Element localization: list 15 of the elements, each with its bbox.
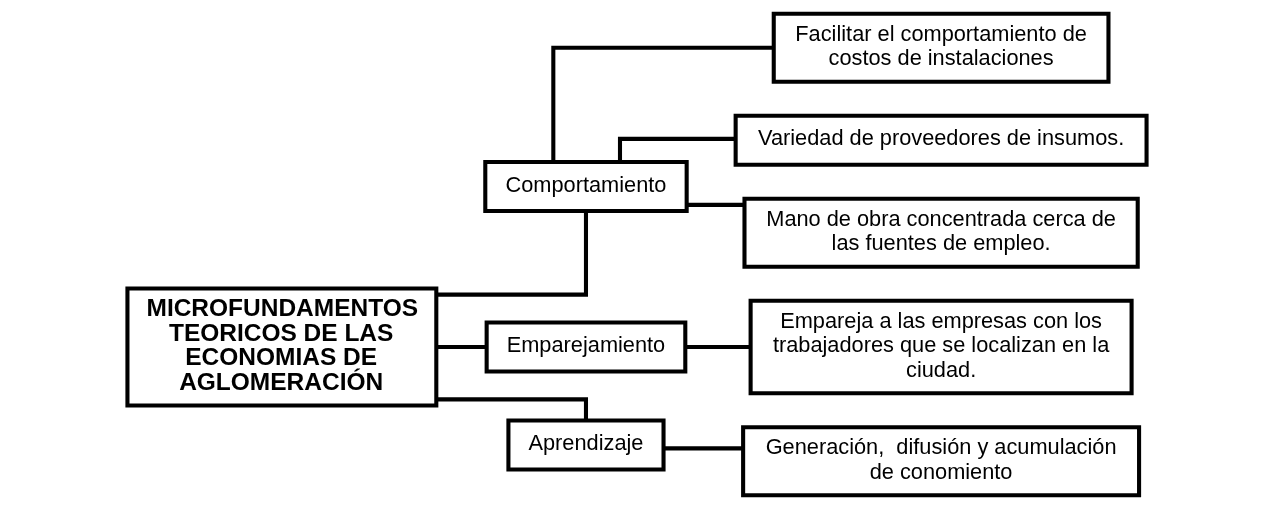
connector [436, 211, 588, 297]
connector [550, 45, 773, 162]
node-box: Comportamiento [482, 159, 689, 213]
node-box: Empareja a las empresas con los trabajadores que se localizan en la ciudad. [748, 298, 1134, 396]
node-box: Generación, difusión y acumulación de conomiento [740, 425, 1141, 498]
node-box: Aprendizaje [505, 418, 666, 472]
node-box: Variedad de proveedores de insumos. [733, 113, 1149, 167]
connector [686, 202, 744, 207]
connector [436, 344, 486, 350]
node-box: Mano de obra concentrada cerca de las fuentes de empleo. [741, 196, 1140, 269]
node-box: Emparejamiento [484, 320, 687, 374]
node-box: Facilitar el comportamiento de costos de instalaciones [771, 11, 1110, 84]
node-box: MICROFUNDAMENTOS TEORICOS DE LAS ECONOMIAS DE AGLOMERACIÓN [124, 286, 438, 408]
connector [684, 344, 750, 350]
connector [663, 446, 743, 451]
